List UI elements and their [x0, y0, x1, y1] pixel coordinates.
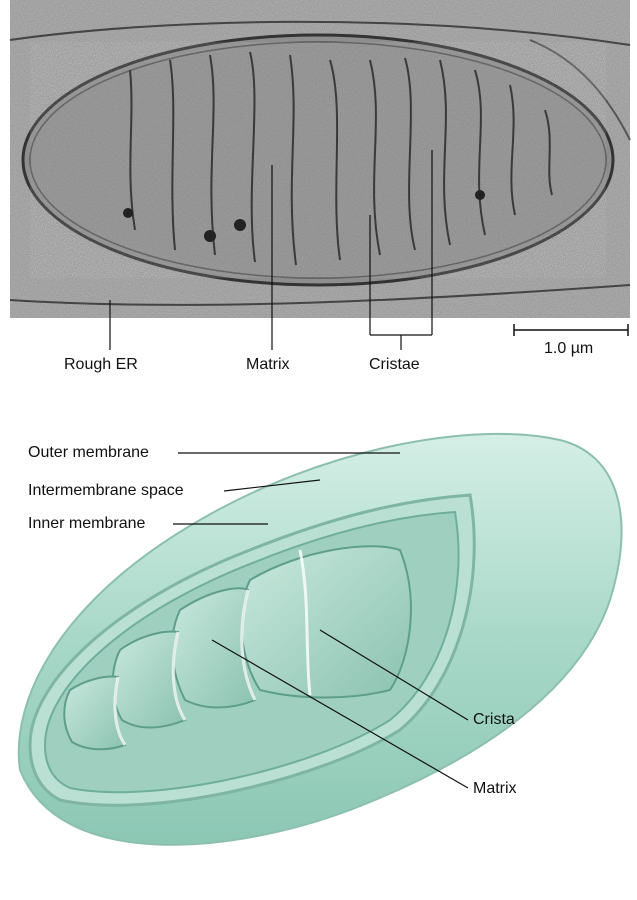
micrograph-panel: Rough ER Matrix Cristae 1.0 µm — [0, 0, 637, 380]
scale-bar — [514, 324, 628, 336]
label-matrix-diagram: Matrix — [473, 780, 517, 798]
diagram-panel: Outer membrane Intermembrane space Inner… — [0, 400, 637, 900]
label-rough-er: Rough ER — [64, 356, 138, 374]
label-outer-membrane: Outer membrane — [28, 444, 149, 462]
label-scale-bar: 1.0 µm — [544, 340, 593, 358]
label-cristae: Cristae — [369, 356, 420, 374]
mitochondrion-cutaway-diagram — [0, 400, 637, 900]
label-inner-membrane: Inner membrane — [28, 515, 145, 533]
label-intermembrane-space: Intermembrane space — [28, 482, 184, 500]
label-matrix-em: Matrix — [246, 356, 290, 374]
electron-micrograph — [0, 0, 637, 380]
label-crista: Crista — [473, 711, 515, 729]
